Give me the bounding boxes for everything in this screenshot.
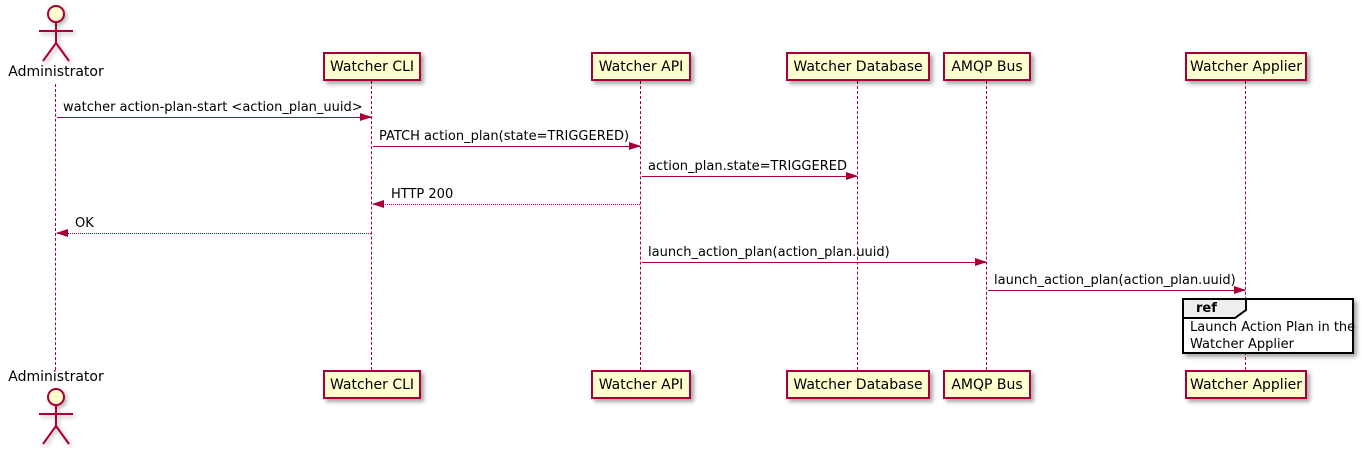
message-arrowhead-5 xyxy=(56,229,68,237)
lifeline-amqp-bus xyxy=(986,81,987,370)
message-line-4 xyxy=(373,204,640,205)
message-line-7 xyxy=(988,290,1245,291)
participant-top-watcher-applier: Watcher Applier xyxy=(1185,52,1307,81)
message-label-3: action_plan.state=TRIGGERED xyxy=(648,159,847,174)
actor-icon-administrator-top xyxy=(39,5,73,62)
participant-top-watcher-api: Watcher API xyxy=(591,52,691,81)
message-label-2: PATCH action_plan(state=TRIGGERED) xyxy=(379,129,630,144)
actor-label-administrator-top: Administrator xyxy=(8,64,104,80)
message-arrowhead-7 xyxy=(1234,286,1246,294)
message-line-6 xyxy=(642,262,986,263)
ref-header-pentagon-icon xyxy=(1182,298,1247,319)
lifeline-watcher-api xyxy=(640,81,641,370)
message-line-1 xyxy=(57,117,371,118)
lifeline-administrator xyxy=(55,84,56,370)
message-arrowhead-2 xyxy=(629,142,641,150)
message-line-2 xyxy=(373,146,640,147)
participant-bottom-watcher-cli: Watcher CLI xyxy=(323,370,421,399)
ref-fragment: ref Launch Action Plan in the Watcher Ap… xyxy=(1182,298,1356,354)
message-arrowhead-4 xyxy=(372,200,384,208)
participant-top-watcher-cli: Watcher CLI xyxy=(323,52,421,81)
participant-top-amqp-bus: AMQP Bus xyxy=(943,52,1031,81)
actor-label-administrator-bottom: Administrator xyxy=(8,369,104,385)
message-label-7: launch_action_plan(action_plan.uuid) xyxy=(994,273,1236,288)
message-arrowhead-3 xyxy=(846,172,858,180)
lifeline-watcher-database xyxy=(857,81,858,370)
participant-bottom-watcher-database: Watcher Database xyxy=(786,370,930,399)
message-arrowhead-1 xyxy=(360,113,372,121)
participant-bottom-watcher-applier: Watcher Applier xyxy=(1185,370,1307,399)
participant-bottom-amqp-bus: AMQP Bus xyxy=(943,370,1031,399)
ref-text: Launch Action Plan in the Watcher Applie… xyxy=(1190,319,1356,353)
ref-keyword: ref xyxy=(1196,301,1217,316)
participant-bottom-watcher-api: Watcher API xyxy=(591,370,691,399)
participant-top-watcher-database: Watcher Database xyxy=(786,52,930,81)
actor-icon-administrator-bottom xyxy=(39,388,73,445)
message-label-1: watcher action-plan-start <action_plan_u… xyxy=(63,100,363,115)
ref-text-line-2: Watcher Applier xyxy=(1190,337,1294,352)
message-label-4: HTTP 200 xyxy=(391,187,454,202)
message-line-5 xyxy=(57,233,371,234)
message-label-5: OK xyxy=(75,216,94,231)
message-line-3 xyxy=(642,176,857,177)
lifeline-watcher-applier xyxy=(1245,81,1246,370)
message-label-6: launch_action_plan(action_plan.uuid) xyxy=(648,245,890,260)
ref-text-line-1: Launch Action Plan in the xyxy=(1190,320,1356,335)
message-arrowhead-6 xyxy=(975,258,987,266)
lifeline-watcher-cli xyxy=(371,81,372,370)
